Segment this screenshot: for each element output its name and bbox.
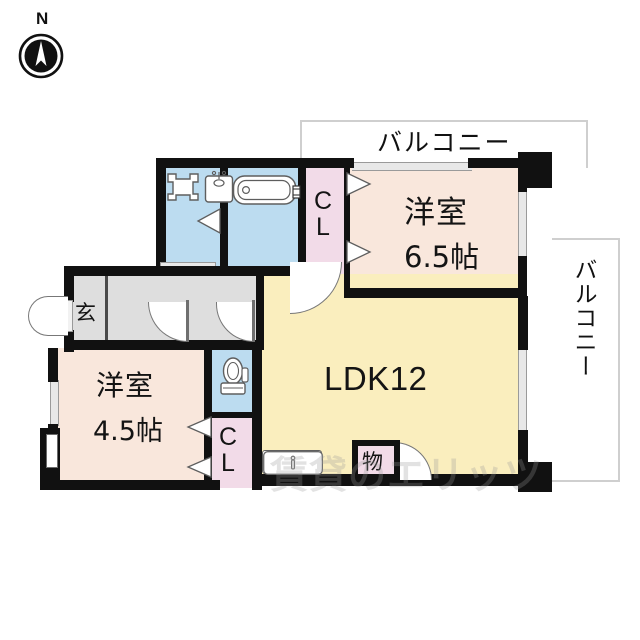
- bedroom-2-window-glass: [46, 434, 58, 468]
- balcony-right-area: [552, 242, 614, 478]
- closet-bottom-label-line2: L: [221, 449, 235, 478]
- compass-north-label: N: [36, 9, 49, 28]
- wall-bedroom-1-right-lower: [518, 256, 527, 298]
- wall-hall-bottom: [64, 340, 264, 350]
- wall-wet-top: [156, 158, 306, 168]
- bedroom-1-balcony-window: [352, 162, 472, 171]
- wall-washroom-bathroom: [220, 168, 228, 274]
- wall-genkan-divider: [105, 276, 108, 344]
- ldk-label: LDK12: [324, 360, 428, 397]
- closet-top-door-lower-icon: [346, 239, 372, 265]
- wall-ldk-bottom: [252, 474, 528, 486]
- wall-bedroom-1-left: [344, 158, 350, 288]
- wall-wet-left: [156, 158, 166, 274]
- wall-bedroom-1-right-upper: [518, 182, 527, 192]
- closet-top-area: [304, 168, 346, 274]
- washroom-sliding-door-icon: [196, 207, 222, 235]
- entrance-label: 玄: [75, 301, 96, 325]
- bedroom-2-name-label: 洋室: [96, 369, 155, 402]
- wall-ldk-left-upper: [256, 274, 264, 344]
- wall-ldk-right-upper: [518, 296, 528, 350]
- wall-toilet-top: [204, 340, 262, 350]
- bath-faucet-icon: [292, 184, 302, 200]
- balcony-top-outline: [300, 120, 588, 168]
- closet-top-door-upper-icon: [346, 171, 372, 197]
- bathtub-icon: [232, 172, 298, 210]
- bedroom-1-size-label: 6.5帖: [404, 240, 480, 274]
- compass-rose-icon: [18, 33, 64, 79]
- bedroom-1-side-window: [518, 188, 527, 260]
- bedroom-2-area: [56, 348, 208, 488]
- entrance-door-arc: [28, 296, 68, 336]
- wall-toilet-closet-divider: [212, 412, 256, 418]
- storage-frame-right: [394, 440, 400, 486]
- closet-bottom-door-lower-icon: [186, 456, 212, 478]
- kitchen-sink-icon: [262, 450, 323, 475]
- vanity-sink-icon: [204, 170, 234, 204]
- watermark: 賃貸のエリッツ: [270, 453, 544, 497]
- wall-bedroom-2-bottom: [40, 480, 220, 490]
- storage-label: 物: [362, 450, 383, 474]
- balcony-right-label: バルコニー: [570, 258, 596, 378]
- wall-corner-block-bottom-right: [518, 462, 552, 492]
- closet-bottom-label: C L: [215, 424, 241, 477]
- toilet-icon: [218, 354, 250, 408]
- balcony-top-label: バルコニー: [377, 128, 512, 157]
- bedroom-1-name-label: 洋室: [404, 195, 468, 231]
- toilet-door-panel: [252, 300, 255, 342]
- bedroom-2-side-window: [50, 380, 59, 426]
- balcony-right-outline: [552, 238, 620, 482]
- bedroom-2-door-panel: [186, 300, 189, 342]
- bedroom-2-size-label: 4.5帖: [93, 416, 163, 447]
- ldk-side-window: [518, 348, 527, 434]
- closet-bottom-label-line1: C: [218, 423, 238, 451]
- storage-frame: [352, 440, 400, 446]
- wall-bedroom-2-left-upper: [48, 348, 58, 382]
- closet-top-label-line2: L: [316, 213, 330, 242]
- wall-toilet-right: [252, 348, 262, 490]
- wall-bedroom-1-top-right: [468, 158, 524, 168]
- wall-bedroom-1-bottom: [344, 288, 527, 298]
- washing-machine-pan-icon: [166, 172, 200, 202]
- wall-bathroom-closet: [298, 158, 306, 274]
- wall-hall-left: [64, 266, 74, 302]
- wall-bedroom-1-top-left: [298, 158, 354, 168]
- closet-bottom-area: [212, 418, 256, 488]
- wall-ldk-right-lower: [518, 430, 528, 476]
- closet-top-label-line1: C: [313, 187, 333, 215]
- closet-top-label: C L: [310, 188, 336, 241]
- storage-frame-left: [352, 440, 358, 486]
- wall-hall-top: [64, 266, 264, 276]
- closet-bottom-door-upper-icon: [186, 416, 212, 438]
